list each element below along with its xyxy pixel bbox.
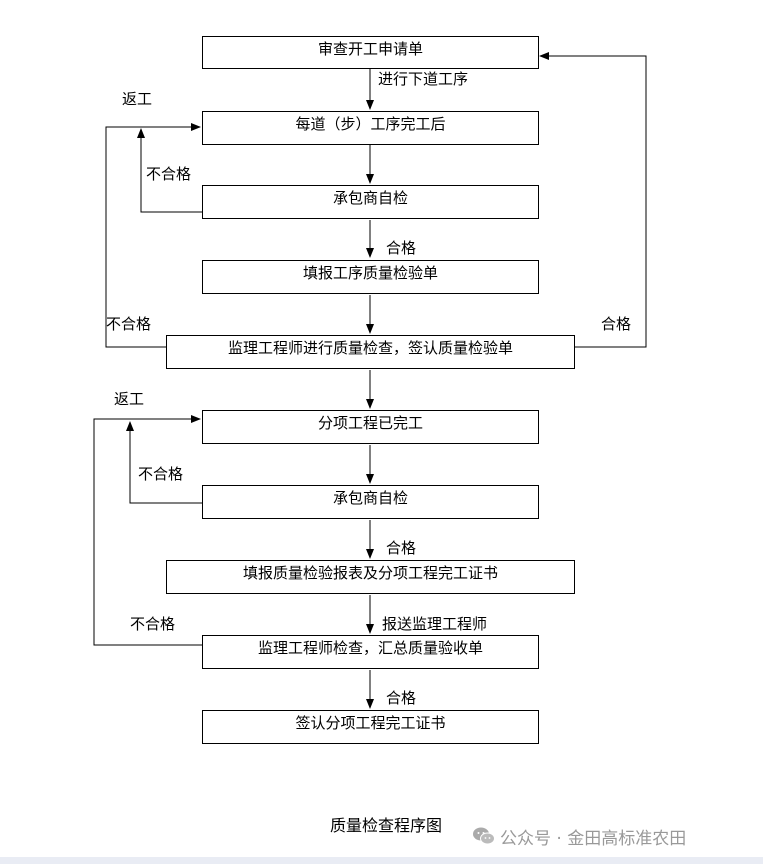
label-fail-2: 不合格 xyxy=(106,315,152,333)
review-start-application-box: 审查开工申请单 xyxy=(202,36,539,69)
loop-engineer2-fail xyxy=(93,415,202,646)
bottom-strip xyxy=(0,857,763,864)
loop-selfcheck2-fail xyxy=(126,421,202,504)
fill-process-quality-form-box: 填报工序质量检验单 xyxy=(202,260,539,294)
label-rework-1: 返工 xyxy=(122,90,153,108)
label-next-process: 进行下道工序 xyxy=(378,70,469,88)
sign-completion-certificate-box: 签认分项工程完工证书 xyxy=(202,710,539,744)
after-each-step-box: 每道（步）工序完工后 xyxy=(202,111,539,145)
contractor-self-check-box: 承包商自检 xyxy=(202,185,539,219)
watermark: 公众号 · 金田高标准农田 xyxy=(472,824,687,849)
label-pass-3: 合格 xyxy=(386,689,417,707)
label-fail-1: 不合格 xyxy=(146,165,192,183)
label-pass-1: 合格 xyxy=(386,239,417,257)
loop-selfcheck1-fail xyxy=(137,128,202,213)
contractor-self-check-2-box: 承包商自检 xyxy=(202,485,539,519)
watermark-text: 公众号 · 金田高标准农田 xyxy=(500,828,687,849)
loop-engineer-pass xyxy=(539,52,647,348)
label-pass-2: 合格 xyxy=(386,539,417,557)
loop-engineer-fail xyxy=(105,123,201,348)
label-report-engineer: 报送监理工程师 xyxy=(382,615,488,633)
label-rework-2: 返工 xyxy=(114,390,145,408)
wechat-icon xyxy=(473,827,495,845)
label-fail-3: 不合格 xyxy=(138,465,184,483)
engineer-check-summary-box: 监理工程师检查，汇总质量验收单 xyxy=(202,635,539,669)
diagram-caption: 质量检查程序图 xyxy=(330,816,443,835)
label-fail-4: 不合格 xyxy=(130,615,176,633)
subproject-completed-box: 分项工程已完工 xyxy=(202,410,539,444)
engineer-quality-check-box: 监理工程师进行质量检查，签认质量检验单 xyxy=(166,335,575,369)
fill-quality-report-box: 填报质量检验报表及分项工程完工证书 xyxy=(166,560,575,594)
label-pass-right: 合格 xyxy=(601,315,632,333)
